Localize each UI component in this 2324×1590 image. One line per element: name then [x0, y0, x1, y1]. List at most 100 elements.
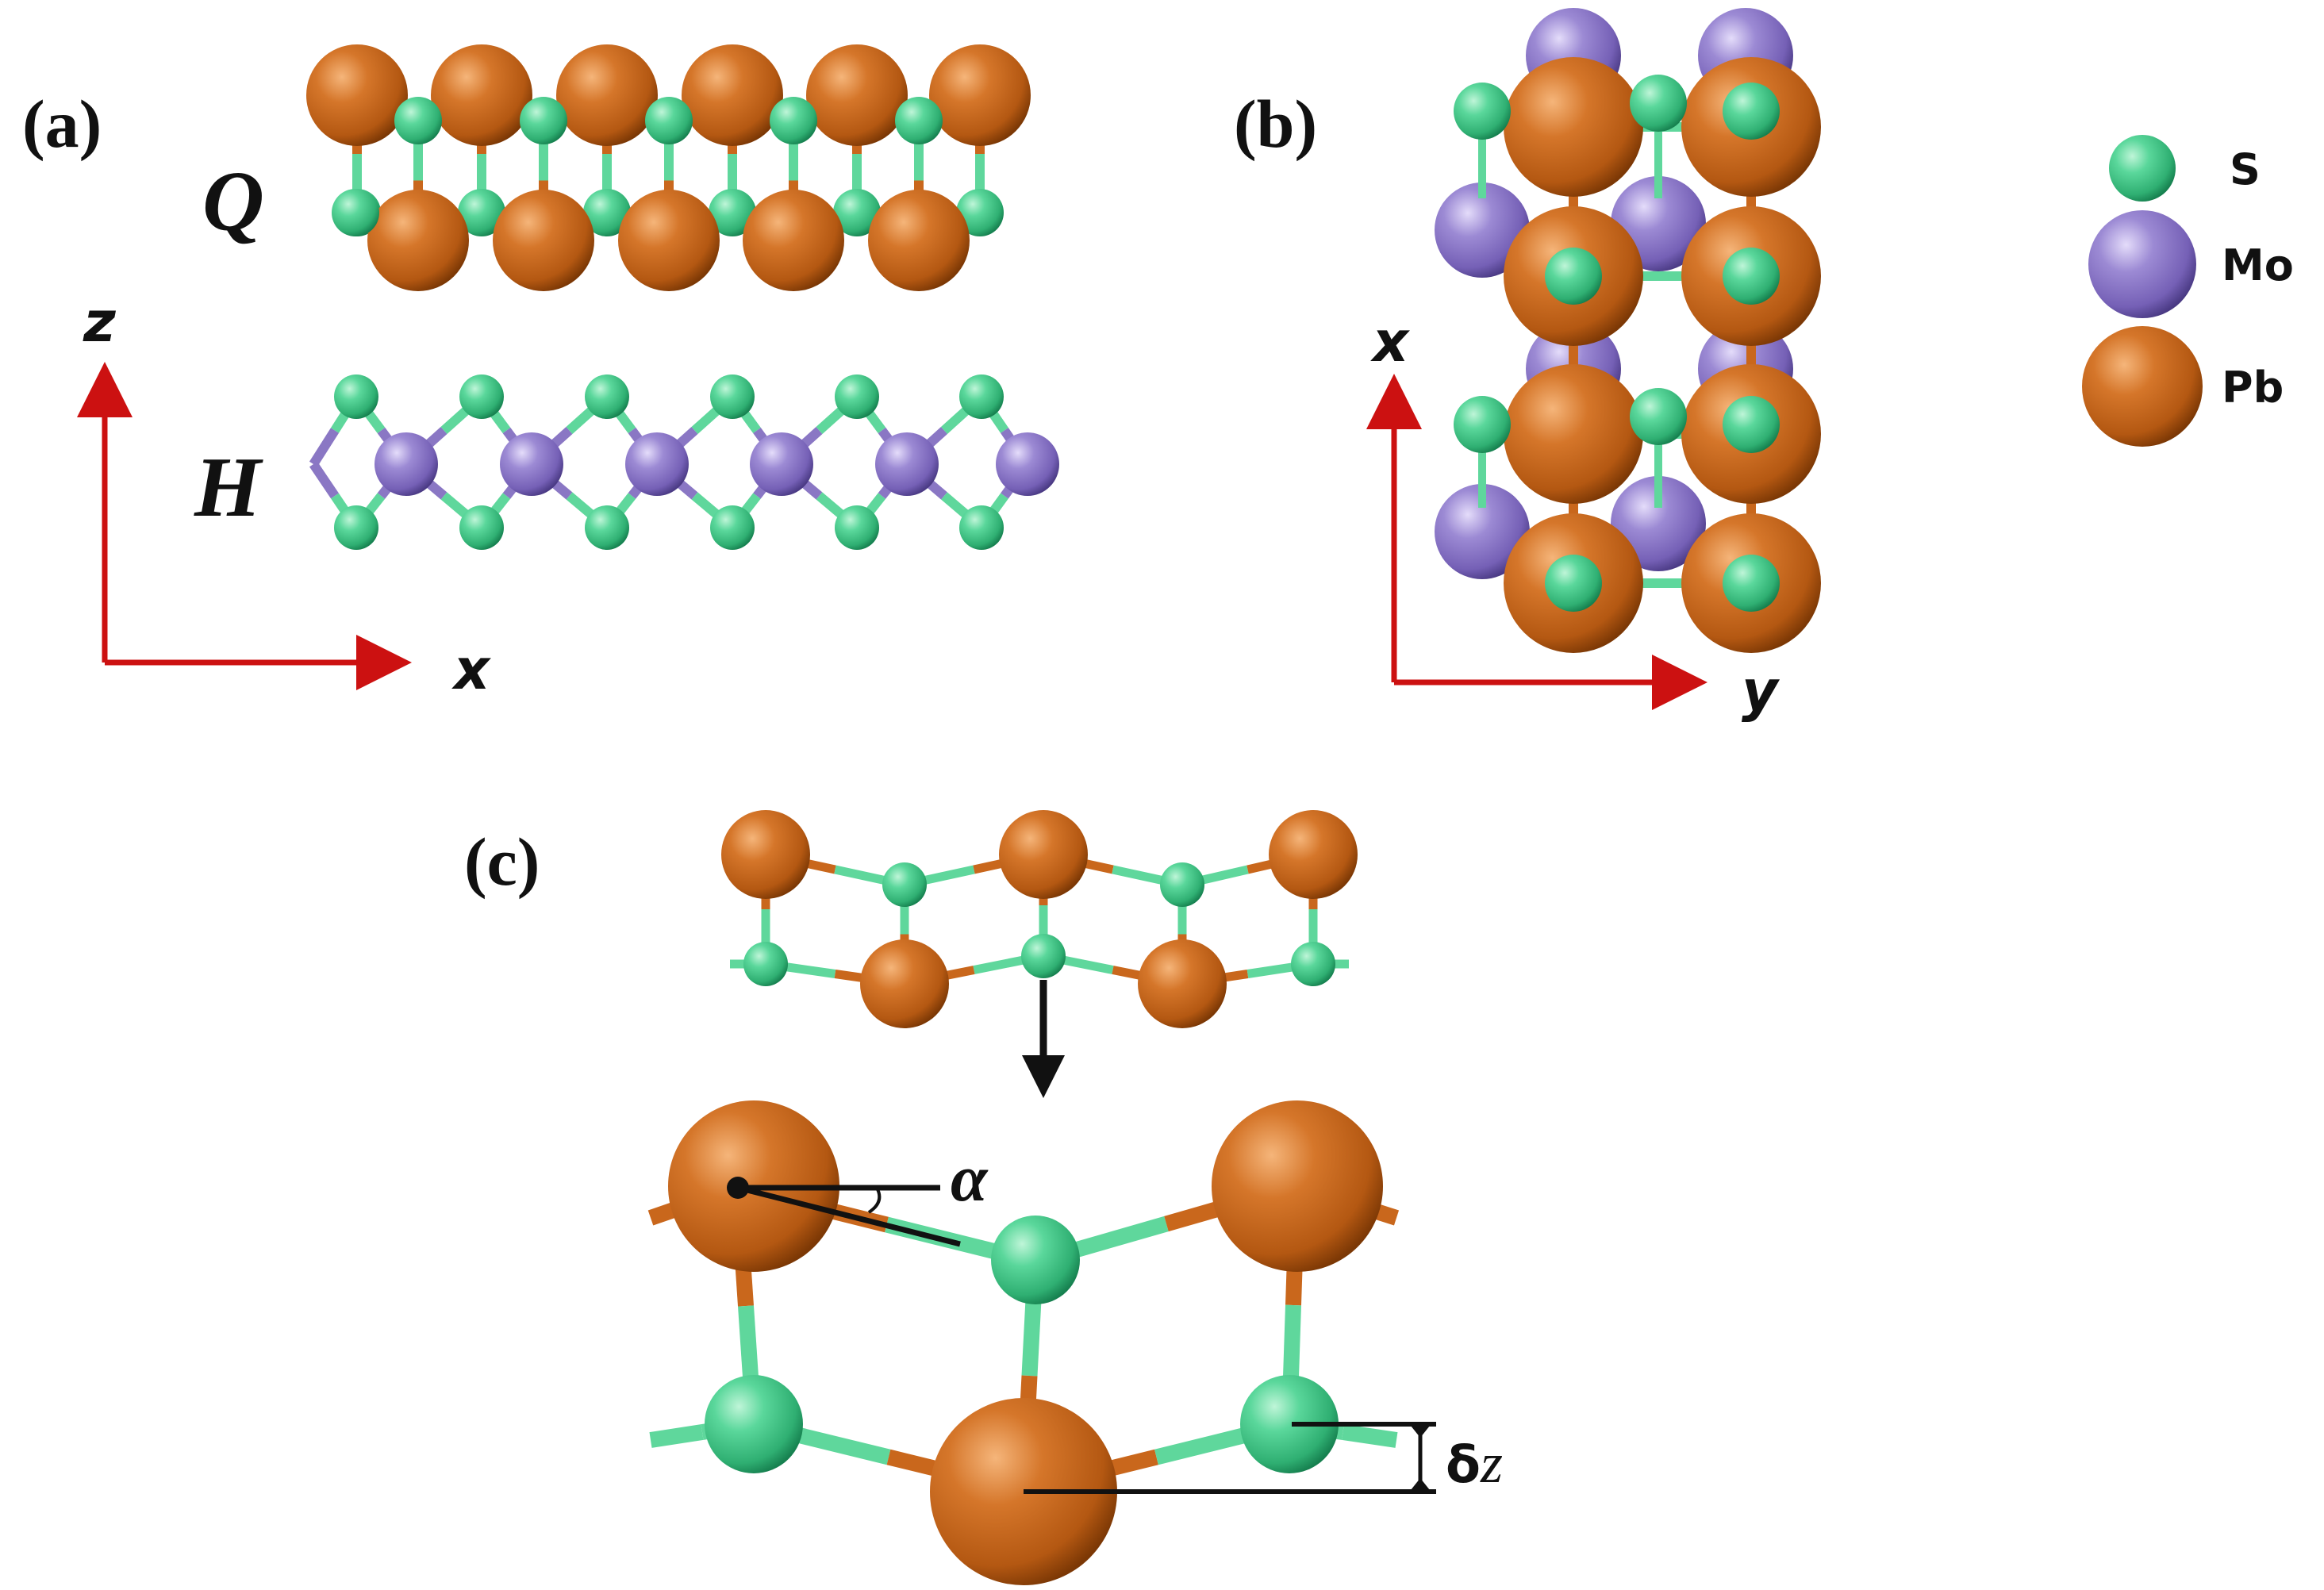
bond [309, 461, 339, 499]
axis-label-z: z [83, 290, 117, 355]
s-atom [645, 97, 693, 144]
s-atom [710, 505, 755, 550]
pb-atom [493, 190, 594, 291]
s-atom [332, 189, 379, 236]
q-atoms [306, 44, 1031, 291]
c-buckled-chain [721, 810, 1358, 1028]
layer-label-h: H [194, 440, 263, 535]
legend-swatch-s [2109, 135, 2176, 202]
s-atom [1454, 83, 1511, 140]
pb-atom [431, 44, 532, 146]
legend-label-s: S [2230, 144, 2261, 194]
s-atom [1630, 75, 1687, 132]
s-atom [959, 505, 1004, 550]
legend-swatch-mo [2088, 210, 2196, 318]
pb-atom [860, 939, 949, 1028]
pb-atom [556, 44, 658, 146]
axes-xy: x y [1366, 309, 1780, 724]
pb-atom [929, 44, 1031, 146]
panel-c: (c) α δ z [464, 810, 1503, 1585]
s-atom [1723, 248, 1780, 305]
s-atom [833, 189, 881, 236]
pb-atom [1212, 1100, 1383, 1272]
angle-annotation: α [727, 1142, 989, 1247]
bond [649, 1424, 704, 1448]
offset-label-z: z [1480, 1431, 1503, 1495]
mo-atom [500, 432, 563, 496]
s-atom [835, 505, 879, 550]
s-atom [1291, 942, 1335, 986]
pb-atom [868, 190, 970, 291]
pb-atom [1504, 57, 1643, 197]
angle-label: α [951, 1142, 989, 1216]
s-atom [334, 505, 378, 550]
s-atom [710, 374, 755, 419]
mo-atom [996, 432, 1059, 496]
pb-atom [806, 44, 908, 146]
s-atom [770, 97, 817, 144]
panel-c-label: (c) [464, 824, 540, 900]
s-atom [458, 189, 505, 236]
pb-atom [1504, 364, 1643, 504]
pbs-q-layer [306, 44, 1031, 291]
layer-label-q: Q [202, 155, 264, 249]
s-atom [1723, 83, 1780, 140]
pb-atom [743, 190, 844, 291]
legend-item-s: S [2109, 135, 2261, 202]
panel-b: (b) x y [1234, 8, 1821, 724]
mos2-h-layer [309, 374, 1059, 550]
mo-atom [1611, 476, 1706, 571]
mo-atom [1435, 484, 1530, 579]
pb-atom [721, 810, 810, 899]
s-atom [585, 374, 629, 419]
s-atom [520, 97, 567, 144]
s-atom [959, 374, 1004, 419]
s-atom [334, 374, 378, 419]
s-atom [835, 374, 879, 419]
offset-annotation: δ z [1024, 1422, 1503, 1495]
legend-label-pb: Pb [2222, 363, 2284, 413]
panel-b-label: (b) [1234, 86, 1317, 162]
pb-atom [306, 44, 408, 146]
mo-atom [875, 432, 939, 496]
s-atom [583, 189, 631, 236]
s-atom [394, 97, 442, 144]
s-atom [1240, 1375, 1339, 1473]
mo-atom [1435, 182, 1530, 278]
s-atom [1630, 388, 1687, 445]
s-atom [705, 1375, 803, 1473]
s-atom [882, 862, 927, 907]
axes-zx: z x [77, 290, 491, 702]
s-atom [956, 189, 1004, 236]
pb-atom [367, 190, 469, 291]
s-atom [1723, 555, 1780, 612]
offset-label-delta: δ [1446, 1436, 1481, 1495]
s-atom [1545, 555, 1602, 612]
legend-item-pb: Pb [2082, 326, 2284, 447]
axis-label-x: x [451, 637, 491, 702]
c-zoomed-structure [647, 1100, 1400, 1585]
legend-label-mo: Mo [2222, 240, 2294, 290]
mo-atom [750, 432, 813, 496]
panel-a-label: (a) [22, 86, 102, 162]
pb-atom [1138, 939, 1227, 1028]
h-atoms [334, 374, 1059, 550]
mo-atom [375, 432, 438, 496]
pb-atom [1269, 810, 1358, 899]
s-atom [1454, 396, 1511, 453]
axis-label-y: y [1742, 659, 1780, 724]
b-top-view-structure [1435, 8, 1821, 653]
legend-item-mo: Mo [2088, 210, 2294, 318]
legend-swatch-pb [2082, 326, 2203, 447]
s-atom [895, 97, 943, 144]
bond [1342, 1424, 1398, 1448]
mo-atom [625, 432, 689, 496]
axis-label-x-b: x [1370, 309, 1410, 374]
bond [309, 428, 340, 467]
s-atom [1723, 396, 1780, 453]
panel-a: (a) Q H z x [22, 44, 1059, 702]
s-atom [459, 505, 504, 550]
s-atom [743, 942, 788, 986]
legend: S Mo Pb [2082, 135, 2294, 447]
